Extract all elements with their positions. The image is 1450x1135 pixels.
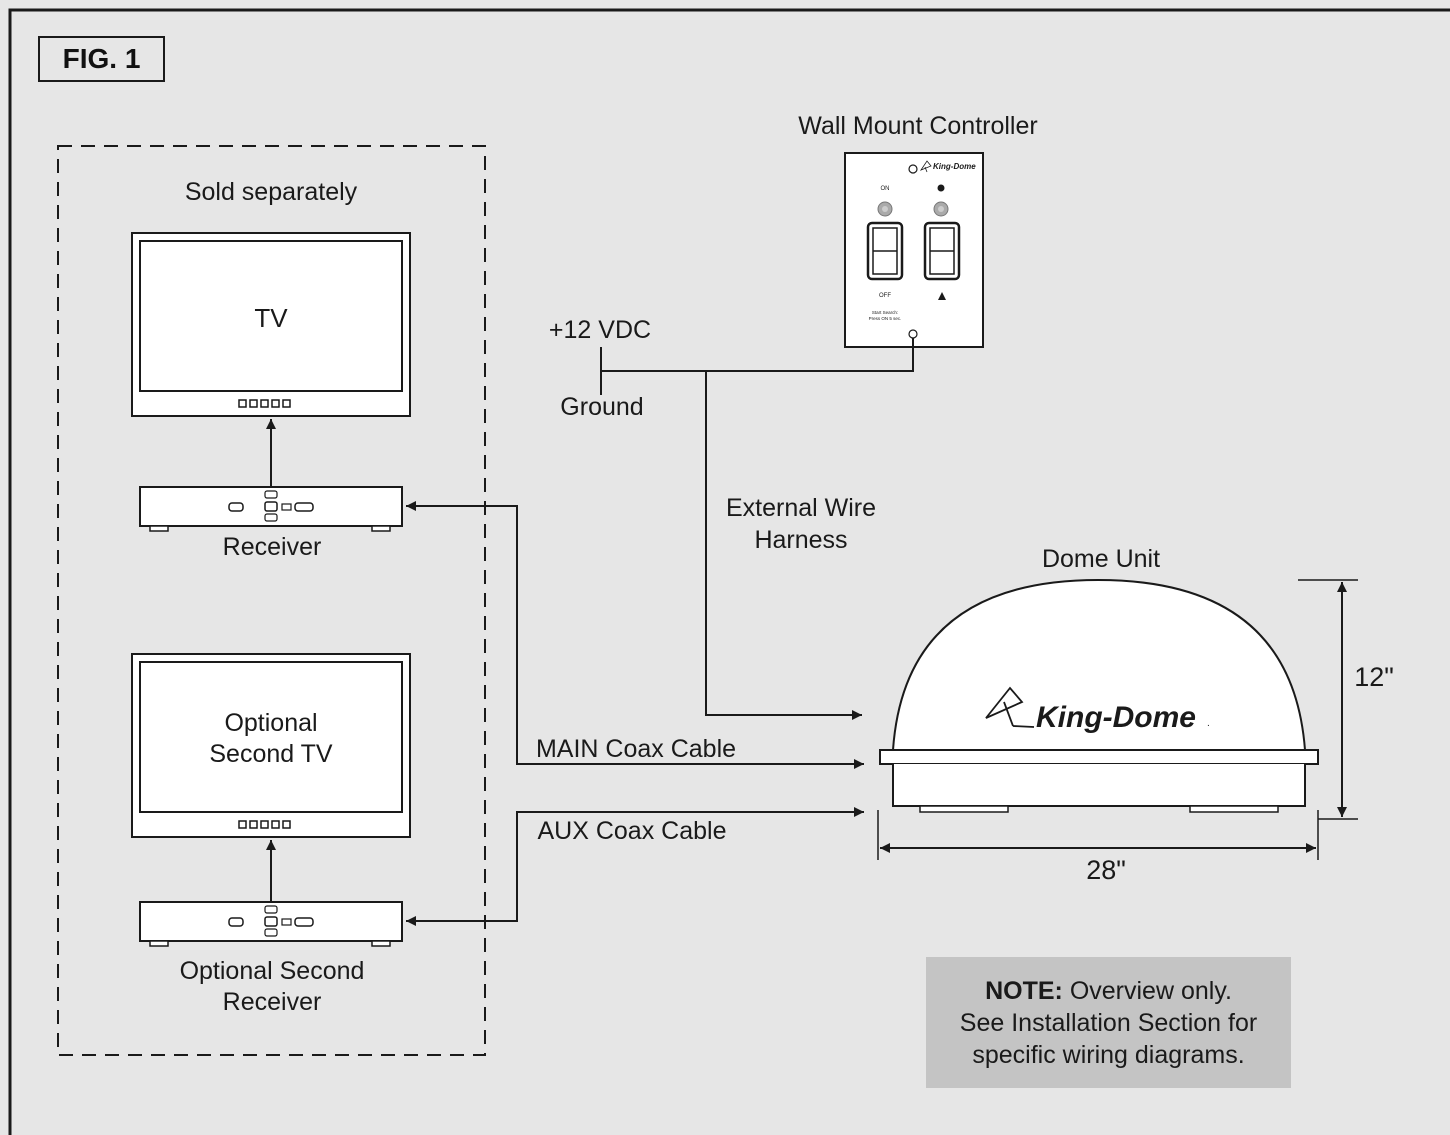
up-triangle-icon [938, 292, 946, 300]
second-tv-label-line2: Second TV [209, 740, 333, 768]
dome-title: Dome Unit [1042, 545, 1160, 573]
receiver-label: Receiver [223, 533, 322, 561]
harness-wire [705, 371, 862, 720]
note-line1: NOTE: Overview only. [985, 975, 1232, 1007]
main-cable-label: MAIN Coax Cable [536, 735, 736, 763]
outer-frame [8, 8, 1450, 1135]
second-tv: Optional Second TV [131, 653, 411, 838]
dome-brand: King-Dome [1036, 701, 1196, 734]
controller-search-line2: Press ON 5 sec. [869, 316, 902, 321]
second-tv-buttons [238, 820, 291, 829]
indicator-dot-icon [937, 184, 945, 192]
satellite-dish-icon [919, 160, 932, 173]
group-title: Sold separately [185, 178, 358, 206]
controller-brand: King-Dome [933, 162, 976, 171]
receiver [139, 486, 403, 532]
note-line1-text: Overview only. [1062, 976, 1232, 1005]
figure-label: FIG. 1 [38, 36, 165, 82]
aux-coax-cable [406, 811, 862, 926]
tv: TV [131, 232, 411, 417]
search-switch[interactable] [923, 221, 961, 281]
dome-brand-mark: . [1207, 718, 1210, 729]
controller-search-line1: Start Search: [872, 310, 898, 315]
harness-label-line2: Harness [754, 526, 847, 554]
height-label: 12" [1354, 662, 1394, 692]
tv-buttons [238, 399, 291, 408]
note-box: NOTE: Overview only. See Installation Se… [926, 957, 1291, 1088]
controller-on-label: ON [881, 186, 890, 192]
screw-icon [908, 164, 918, 174]
dome-unit: King-Dome . [879, 578, 1319, 813]
wall-mount-controller: King-Dome ON OFF Start Search: Press ON … [844, 152, 984, 348]
harness-label-line1: External Wire [726, 494, 876, 522]
satellite-dish-icon [985, 686, 1035, 728]
ground-label: Ground [560, 393, 643, 421]
second-tv-label-line1: Optional [224, 709, 317, 737]
tv-label: TV [254, 303, 288, 333]
sold-separately-group [57, 145, 486, 1056]
main-coax-cable [406, 501, 862, 765]
second-receiver-controls [228, 905, 314, 937]
note-line2: See Installation Section for [959, 1008, 1258, 1037]
led-indicator-icon [877, 201, 893, 217]
second-receiver [139, 901, 403, 947]
controller-off-label: OFF [879, 293, 891, 299]
aux-cable-label: AUX Coax Cable [538, 817, 727, 845]
second-receiver-label-line1: Optional Second [180, 957, 365, 985]
note-line3: specific wiring diagrams. [972, 1040, 1245, 1069]
controller-title: Wall Mount Controller [798, 112, 1037, 140]
led-indicator-icon [933, 201, 949, 217]
second-receiver-label-line2: Receiver [223, 988, 322, 1016]
note-bold: NOTE: [985, 976, 1063, 1005]
voltage-label: +12 VDC [549, 316, 651, 344]
width-label: 28" [1086, 855, 1126, 885]
receiver-controls [228, 490, 314, 522]
power-switch[interactable] [866, 221, 904, 281]
